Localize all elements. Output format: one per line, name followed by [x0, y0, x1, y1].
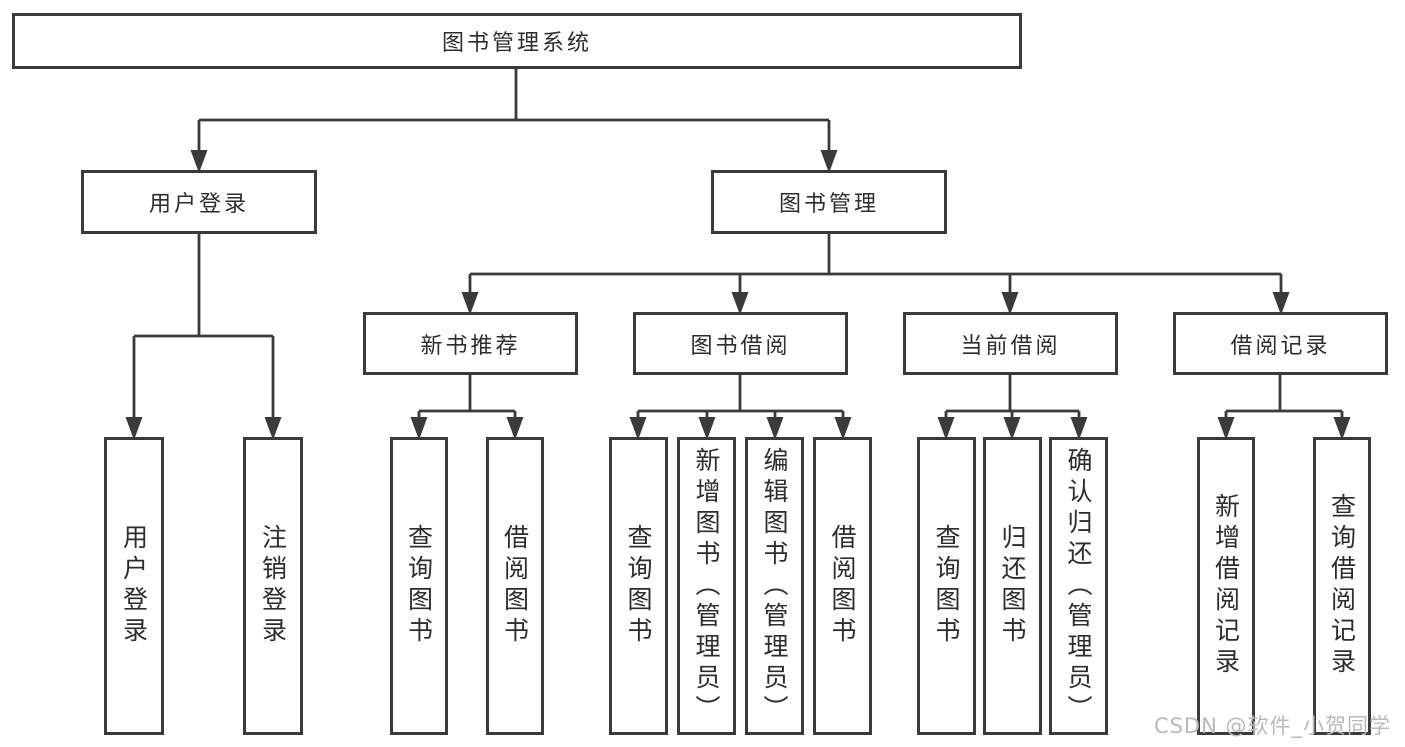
connector-newbook-to-leaves [410, 375, 524, 440]
node-new-book-recommend: 新书推荐 [363, 312, 578, 375]
leaf-borrow-query-books: 查询图书 [609, 437, 668, 735]
leaf-record-query-borrow-record: 查询借阅记录 [1313, 437, 1371, 735]
leaf-current-return-books: 归还图书 [983, 437, 1042, 735]
node-book-management: 图书管理 [711, 170, 947, 234]
leaf-borrow-borrow-books: 借阅图书 [813, 437, 872, 735]
node-library-management-system: 图书管理系统 [12, 13, 1022, 69]
leaf-newbook-query-books: 查询图书 [390, 437, 448, 735]
leaf-user-login: 用户登录 [104, 437, 164, 735]
node-current-borrowing: 当前借阅 [903, 312, 1118, 375]
leaf-newbook-borrow-books: 借阅图书 [486, 437, 544, 735]
leaf-record-add-borrow-record: 新增借阅记录 [1197, 437, 1255, 735]
connector-userlogin-to-leaves [125, 234, 282, 440]
connector-bookborrow-to-leaves [629, 375, 852, 440]
leaf-borrow-edit-books-admin: 编辑图书（管理员） [745, 437, 804, 735]
connector-bookmgmt-to-level3 [461, 234, 1290, 315]
connector-borrowrecord-to-leaves [1217, 375, 1351, 440]
leaf-logout: 注销登录 [243, 437, 303, 735]
csdn-watermark: CSDN @软件_小贺同学 [1153, 714, 1391, 738]
connector-root-to-level2 [190, 69, 838, 173]
leaf-current-query-books: 查询图书 [917, 437, 976, 735]
leaf-current-confirm-return-admin: 确认归还（管理员） [1049, 437, 1108, 735]
node-book-borrowing: 图书借阅 [633, 312, 848, 375]
connector-currentborrow-to-leaves [937, 375, 1088, 440]
leaf-borrow-add-books-admin: 新增图书（管理员） [677, 437, 736, 735]
node-borrowing-records: 借阅记录 [1173, 312, 1388, 375]
node-user-login: 用户登录 [81, 170, 317, 234]
